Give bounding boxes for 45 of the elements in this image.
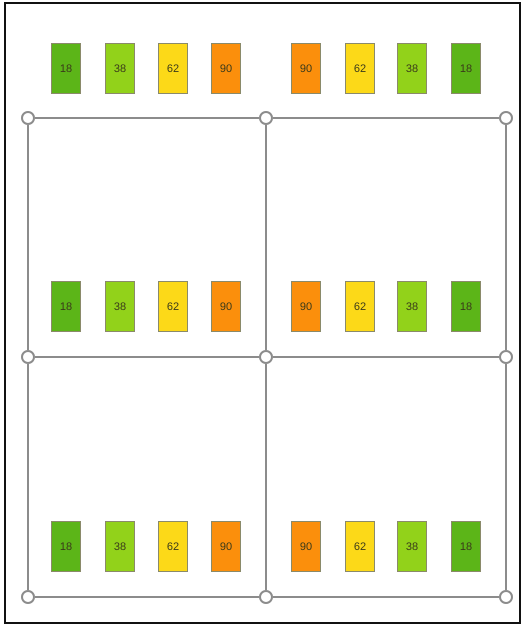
junction-circle	[21, 590, 35, 604]
value-tile: 38	[105, 521, 135, 572]
value-tile: 18	[51, 43, 81, 94]
connector-line	[265, 125, 267, 350]
value-tile: 90	[291, 43, 321, 94]
junction-circle	[499, 350, 513, 364]
value-tile: 38	[105, 281, 135, 332]
value-tile: 62	[158, 43, 188, 94]
value-tile: 62	[345, 281, 375, 332]
junction-circle	[259, 111, 273, 125]
value-tile: 62	[158, 521, 188, 572]
value-tile: 18	[451, 43, 481, 94]
value-tile: 90	[211, 43, 241, 94]
junction-circle	[499, 111, 513, 125]
connector-line	[273, 117, 499, 119]
connector-line	[273, 356, 499, 358]
value-tile: 62	[345, 43, 375, 94]
connector-line	[273, 596, 499, 598]
junction-circle	[499, 590, 513, 604]
value-tile: 90	[291, 521, 321, 572]
junction-circle	[21, 350, 35, 364]
value-tile: 90	[211, 281, 241, 332]
value-tile: 38	[105, 43, 135, 94]
value-tile: 90	[291, 281, 321, 332]
value-tile: 38	[397, 43, 427, 94]
value-tile: 18	[51, 281, 81, 332]
junction-circle	[259, 350, 273, 364]
connector-line	[265, 364, 267, 590]
value-tile: 18	[451, 521, 481, 572]
connector-line	[27, 125, 29, 350]
value-tile: 18	[451, 281, 481, 332]
value-tile: 18	[51, 521, 81, 572]
junction-circle	[259, 590, 273, 604]
value-tile: 90	[211, 521, 241, 572]
connector-line	[505, 364, 507, 590]
value-tile: 38	[397, 521, 427, 572]
connector-line	[35, 356, 259, 358]
value-tile: 62	[345, 521, 375, 572]
connector-line	[35, 117, 259, 119]
junction-circle	[21, 111, 35, 125]
connector-line	[35, 596, 259, 598]
value-tile: 62	[158, 281, 188, 332]
connector-line	[505, 125, 507, 350]
connector-line	[27, 364, 29, 590]
value-tile: 38	[397, 281, 427, 332]
